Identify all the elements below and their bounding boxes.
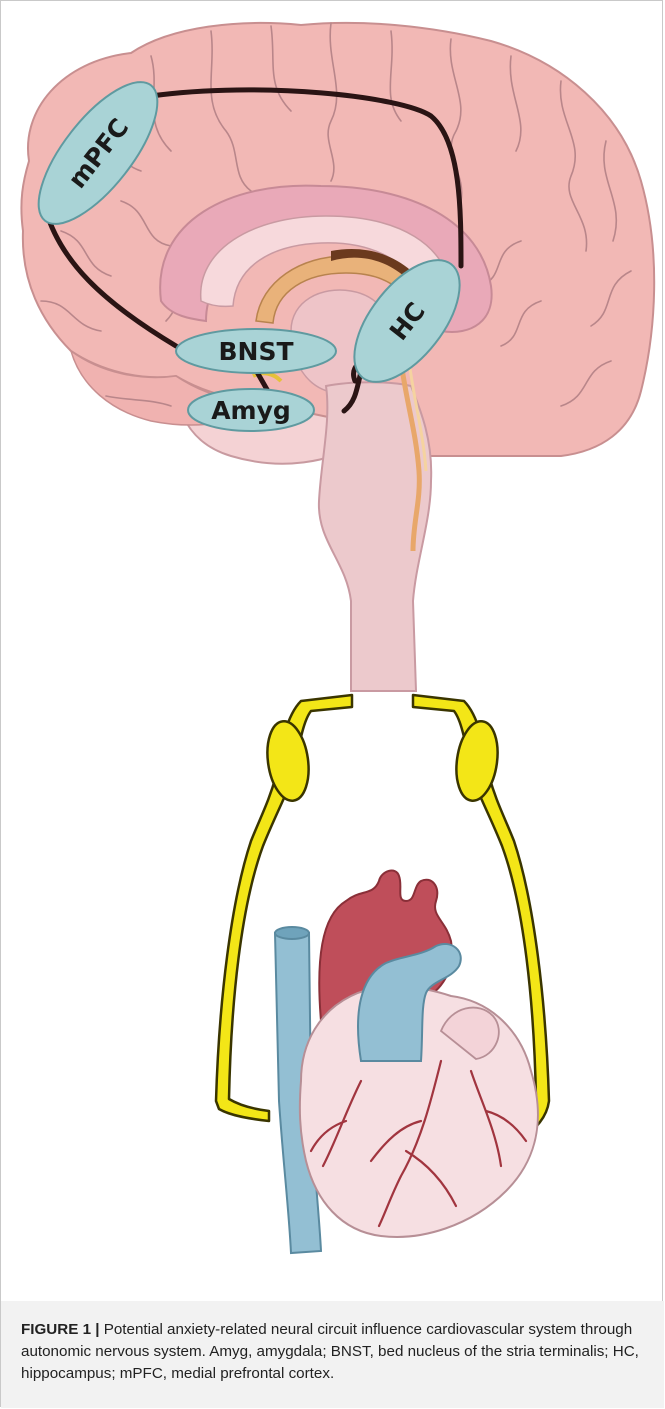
caption-label: FIGURE 1 | xyxy=(21,1321,100,1338)
figure-caption: FIGURE 1 | Potential anxiety-related neu… xyxy=(1,1301,664,1408)
heart-illustration xyxy=(275,871,538,1253)
caption-paragraph: FIGURE 1 | Potential anxiety-related neu… xyxy=(21,1319,644,1385)
node-bnst-label: BNST xyxy=(218,337,293,366)
caption-body: Potential anxiety-related neural circuit… xyxy=(21,1321,639,1382)
node-bnst: BNST xyxy=(176,329,336,373)
node-amyg-label: Amyg xyxy=(211,396,291,425)
anxiety-circuit-diagram: mPFC HC BNST Amyg xyxy=(1,1,664,1301)
node-amyg: Amyg xyxy=(188,389,314,431)
